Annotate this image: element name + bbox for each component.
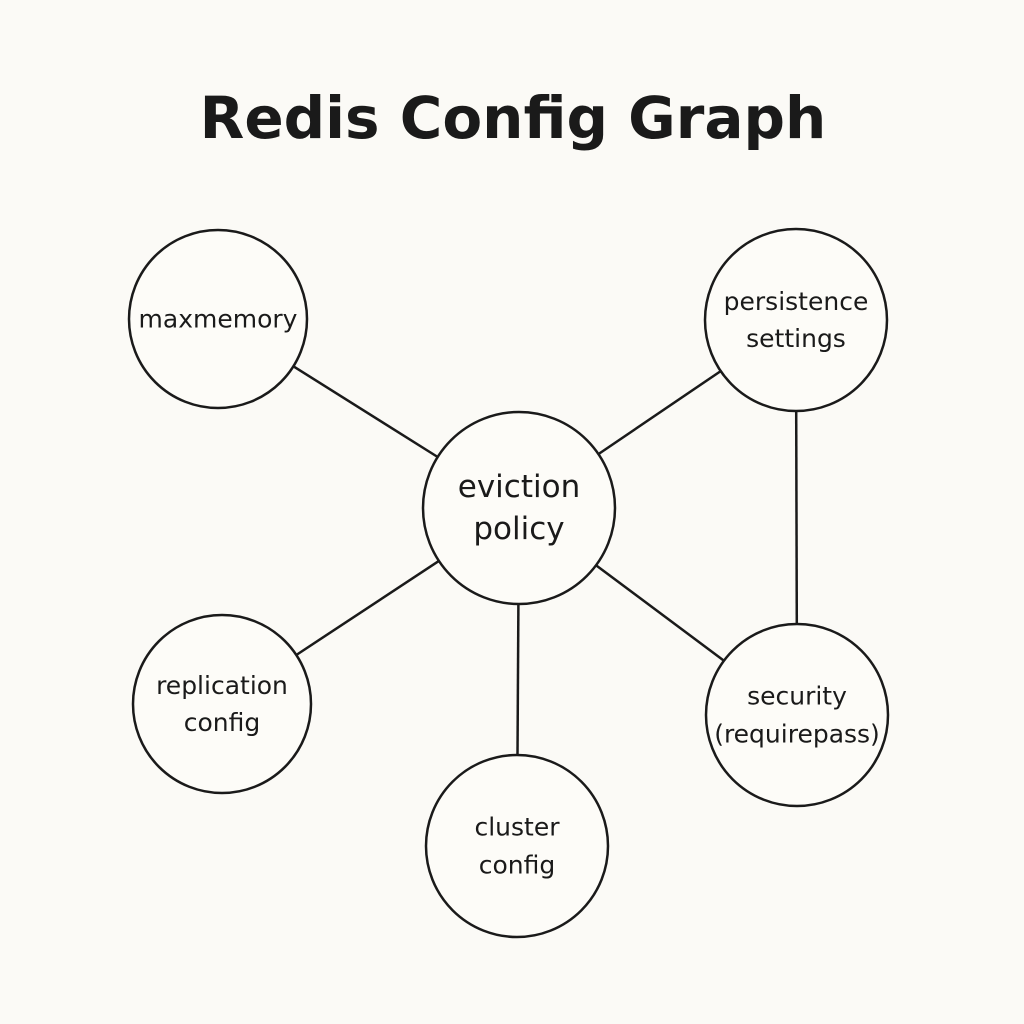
node-label-eviction-1: eviction xyxy=(458,469,580,505)
edge-security-eviction xyxy=(595,564,725,662)
node-label-cluster-1: cluster xyxy=(474,813,560,842)
node-label-replication-2: config xyxy=(184,708,261,737)
node-circle-eviction xyxy=(421,410,617,606)
node-label-persistence-1: persistence xyxy=(724,287,869,316)
node-circle-persistence xyxy=(703,227,889,413)
edge-replication-eviction xyxy=(295,559,440,657)
node-label-cluster-2: config xyxy=(479,851,556,880)
node-label-maxmemory-1: maxmemory xyxy=(139,305,298,334)
node-circle-security xyxy=(704,622,890,808)
edge-persistence-eviction xyxy=(597,370,722,456)
diagram-title: Redis Config Graph xyxy=(200,84,827,152)
node-security: security (requirepass) xyxy=(704,622,890,808)
node-label-persistence-2: settings xyxy=(746,324,846,353)
node-eviction: eviction policy xyxy=(421,410,617,606)
edge-cluster-eviction xyxy=(516,603,520,756)
edge-persistence-security xyxy=(794,410,799,625)
edges-layer xyxy=(292,365,799,756)
node-maxmemory: maxmemory xyxy=(127,228,309,410)
node-label-replication-1: replication xyxy=(156,671,288,700)
node-circle-replication xyxy=(131,613,313,795)
node-persistence: persistence settings xyxy=(703,227,889,413)
node-label-security-2: (requirepass) xyxy=(714,720,880,749)
node-replication: replication config xyxy=(131,613,313,795)
edge-maxmemory-eviction xyxy=(292,365,439,459)
node-label-security-1: security xyxy=(747,682,847,711)
node-cluster: cluster config xyxy=(424,753,610,939)
node-circle-maxmemory xyxy=(127,228,309,410)
node-circle-cluster xyxy=(424,753,610,939)
nodes-layer: maxmemory persistence settings eviction poli… xyxy=(127,227,890,939)
node-label-eviction-2: policy xyxy=(473,511,564,547)
